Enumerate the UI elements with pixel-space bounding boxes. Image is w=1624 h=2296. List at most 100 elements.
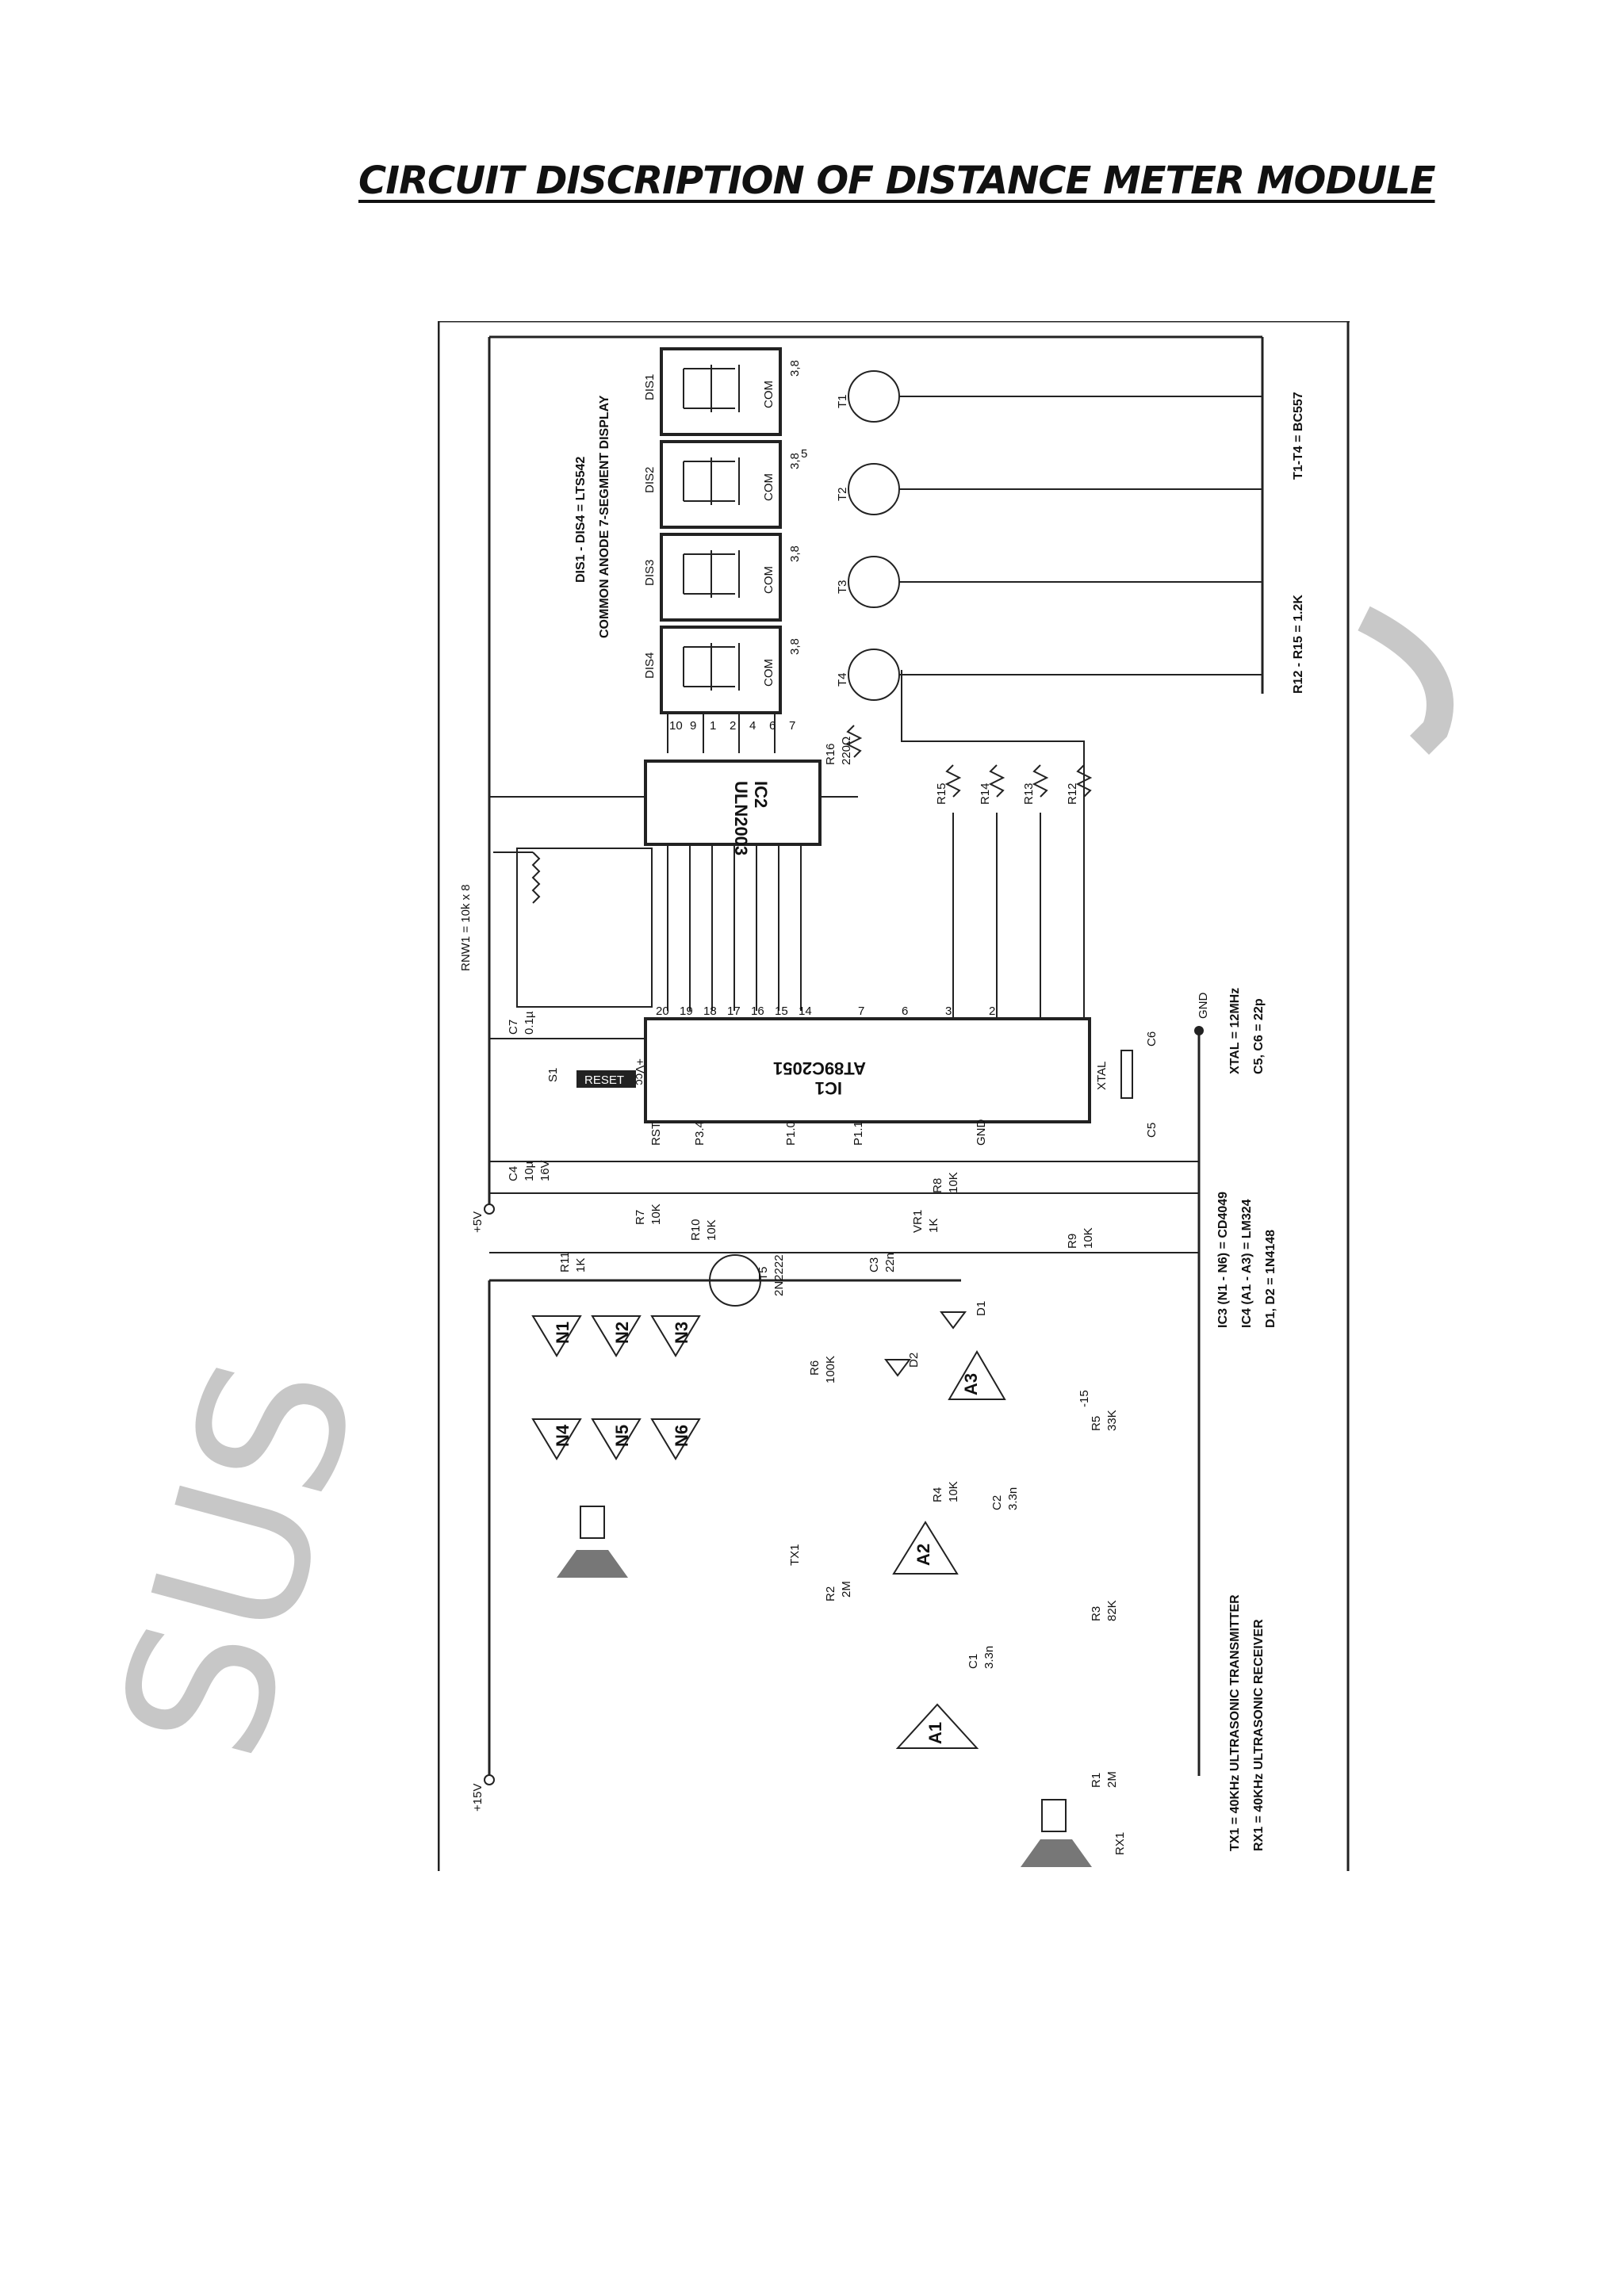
transistor-group: T1 T2 T3 T4 T1-T4 = BC557 R12 - R15 = 1.… <box>836 370 1305 701</box>
dpin-2: 2 <box>730 719 736 733</box>
opamp-a2 <box>892 1521 959 1575</box>
label-dis2: DIS2 <box>643 467 657 493</box>
watermark-fragment-right <box>1358 606 1454 756</box>
ic1-name: IC1 <box>815 1078 842 1098</box>
transistor-t4 <box>848 649 900 701</box>
label-c4: C4 <box>507 1166 520 1181</box>
label-n4: N4 <box>553 1424 573 1447</box>
display-dis4 <box>660 626 782 714</box>
reset-label: RESET <box>584 1073 624 1087</box>
inverter-n2 <box>591 1315 642 1357</box>
label-r2: R2 <box>824 1586 837 1601</box>
display-dis3 <box>660 533 782 622</box>
ic1-pin-19: 19 <box>680 1004 693 1018</box>
resistor-network-rnw1: RNW1 = 10k x 8 <box>459 848 653 1008</box>
terminal-gnd <box>1194 1026 1204 1035</box>
ic1-pin-7: 7 <box>858 1004 864 1018</box>
label-a3: A3 <box>961 1373 981 1395</box>
transistor-t3 <box>848 556 900 608</box>
segment-shape-dis3 <box>683 550 740 598</box>
ic1-pin-20: 20 <box>656 1004 669 1018</box>
segment-shape-dis2 <box>683 457 740 505</box>
label-r15: R15 <box>935 783 948 805</box>
label-rx1: RX1 <box>1113 1832 1127 1855</box>
ic1-label-gnd: GND <box>975 1119 988 1146</box>
label-n3: N3 <box>672 1322 691 1344</box>
label-c1: C1 <box>967 1654 980 1669</box>
opamp-a3 <box>948 1350 1006 1400</box>
label-gnd: GND <box>1197 993 1210 1020</box>
note-display-type: COMMON ANODE 7-SEGMENT DISPLAY <box>598 395 611 638</box>
ic1-pin-6: 6 <box>902 1004 908 1018</box>
label-t3: T3 <box>836 580 849 594</box>
inverter-n4 <box>531 1418 582 1460</box>
transistor-t1 <box>848 370 900 423</box>
label-r13: R13 <box>1022 783 1036 805</box>
label-c3: C3 <box>868 1257 881 1272</box>
diode-d1 <box>940 1311 967 1330</box>
label-r4: R4 <box>931 1487 944 1502</box>
opamp-group: A3 A2 A1 -15 <box>892 1350 1091 1749</box>
resistor-r16 <box>845 725 863 758</box>
label-pins-dis1: 3,8 <box>788 360 802 377</box>
label-r3-value: 82K <box>1105 1600 1119 1621</box>
ic1-pin-17: 17 <box>727 1004 741 1018</box>
inverter-n5 <box>591 1418 642 1460</box>
note-xtal-caps: C5, C6 = 22p <box>1252 998 1266 1074</box>
inverter-n3 <box>650 1315 701 1357</box>
label-r7: R7 <box>634 1210 647 1225</box>
label-r6-value: 100K <box>824 1356 837 1383</box>
transistor-t2 <box>848 463 900 515</box>
label-c7-value: 0.1µ <box>523 1011 536 1035</box>
note-ic3: IC3 (N1 - N6) = CD4049 <box>1216 1192 1230 1328</box>
ic1-pin-18: 18 <box>703 1004 717 1018</box>
label-r11: R11 <box>558 1252 572 1272</box>
label-tx1: TX1 <box>788 1544 802 1566</box>
rnw-block <box>516 848 653 1008</box>
label-vr1-value: 1K <box>927 1219 940 1233</box>
label-r3: R3 <box>1090 1606 1103 1621</box>
label-r10: R10 <box>689 1219 703 1241</box>
ic1-pin-2: 2 <box>989 1004 995 1018</box>
label-s1: S1 <box>546 1068 560 1082</box>
seven-segment-display-group: DIS1 DIS2 DIS3 DIS4 COM COM COM COM 3,8 … <box>574 347 802 714</box>
transducer-tx1-body <box>580 1506 605 1539</box>
label-r16: R16 <box>824 743 837 765</box>
label-r6: R6 <box>808 1360 822 1376</box>
diode-d2 <box>884 1359 911 1377</box>
label-pins-dis4: 3,8 <box>788 638 802 655</box>
label-r10-value: 10K <box>705 1219 718 1241</box>
display-dis1 <box>660 347 782 436</box>
label-c5: C5 <box>1145 1123 1159 1138</box>
label-d1: D1 <box>975 1301 988 1316</box>
transducer-rx1-cone <box>1021 1839 1092 1867</box>
watermark-text: SUS <box>76 1337 402 1781</box>
dpin-10: 10 <box>669 719 683 733</box>
segment-shape-dis1 <box>683 365 740 412</box>
terminal-5v <box>484 1203 495 1215</box>
label-t1: T1 <box>836 394 849 408</box>
base-resistors: R15 R14 R13 R12 R16 220Ω <box>824 725 1093 805</box>
label-r16-value: 220Ω <box>840 737 853 765</box>
note-resistors: R12 - R15 = 1.2K <box>1292 595 1305 694</box>
label-r2-value: 2M <box>840 1581 853 1598</box>
ic1-label-p10: P1.0 <box>784 1121 798 1146</box>
ic2-name: IC2 <box>751 781 771 808</box>
note-rx1: RX1 = 40KHz ULTRASONIC RECEIVER <box>1252 1619 1266 1851</box>
label-c2: C2 <box>990 1495 1004 1510</box>
note-display-part: DIS1 - DIS4 = LTS542 <box>574 457 588 583</box>
circuit-schematic-figure: +5V +15V GND DIS1 DIS2 DIS3 DIS4 COM COM… <box>438 321 1350 1871</box>
label-rnw1: RNW1 = 10k x 8 <box>459 884 473 971</box>
reset-button <box>576 1070 636 1088</box>
label-n1: N1 <box>553 1322 573 1344</box>
base-route-t4 <box>901 670 1085 813</box>
label-com-dis3: COM <box>762 566 776 594</box>
uln-input-lines <box>667 844 802 1011</box>
label-xtal: XTAL <box>1095 1062 1109 1090</box>
crystal-xtal <box>1120 1050 1133 1099</box>
ic1-pin-15: 15 <box>775 1004 788 1018</box>
label-r12: R12 <box>1066 783 1079 805</box>
dpin-4: 4 <box>749 719 756 733</box>
label-5v: +5V <box>471 1211 485 1233</box>
dpin-5: 5 <box>801 447 807 461</box>
